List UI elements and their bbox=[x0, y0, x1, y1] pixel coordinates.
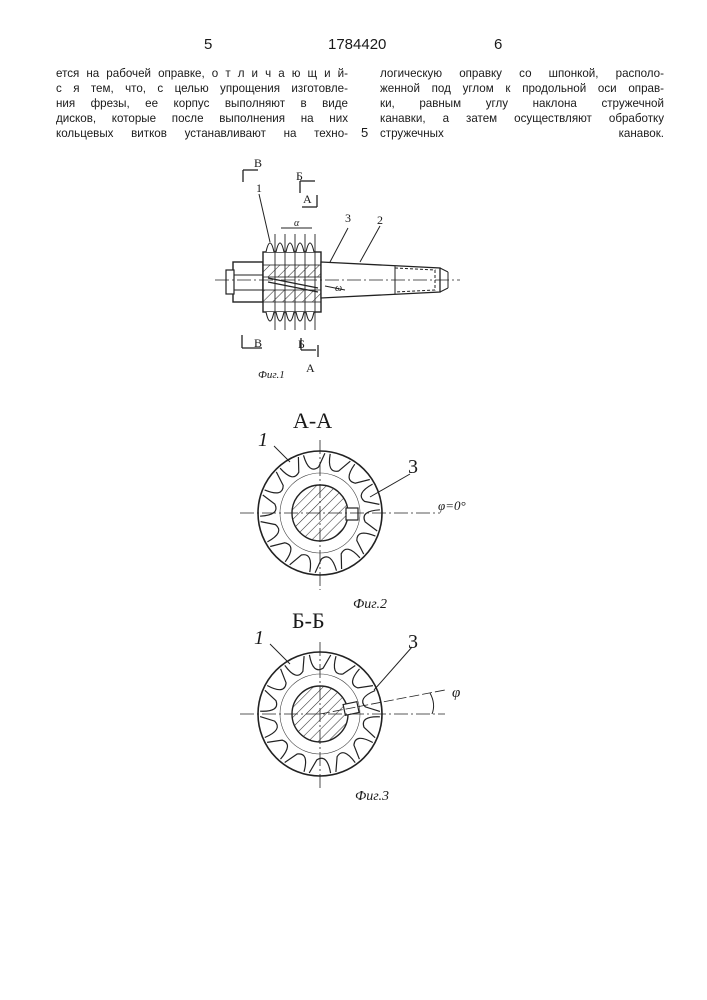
fig3-label-part3: 3 bbox=[408, 631, 418, 653]
fig2-section-title: А-А bbox=[293, 408, 332, 433]
fig1-label-part3: 3 bbox=[345, 211, 351, 225]
fig1-label-part1: 1 bbox=[256, 181, 262, 195]
fig3-angle-label: φ bbox=[452, 685, 460, 701]
fig1-label-alpha: α bbox=[294, 218, 300, 229]
fig1-label-v-bottom: В bbox=[254, 336, 262, 350]
fig3-section-title: Б-Б bbox=[292, 608, 325, 633]
figure-3-section bbox=[240, 642, 445, 790]
fig1-label-a-bottom: А bbox=[306, 361, 315, 375]
fig3-caption: Фиг.3 bbox=[355, 789, 389, 804]
fig1-caption: Фиг.1 bbox=[258, 369, 285, 381]
fig1-label-part2: 2 bbox=[377, 213, 383, 227]
fig2-label-part3: 3 bbox=[408, 456, 418, 478]
fig1-label-a-top: А bbox=[303, 192, 312, 206]
fig2-caption: Фиг.2 bbox=[353, 597, 387, 612]
fig1-label-b-top: Б bbox=[296, 169, 303, 183]
fig2-label-part1: 1 bbox=[258, 429, 268, 451]
fig1-label-v-top: В bbox=[254, 156, 262, 170]
fig3-label-part1: 1 bbox=[254, 627, 264, 649]
fig1-label-omega: ω bbox=[335, 283, 342, 294]
fig1-label-b-bottom: Б bbox=[298, 337, 305, 351]
fig2-angle-label: φ=0° bbox=[438, 498, 466, 513]
